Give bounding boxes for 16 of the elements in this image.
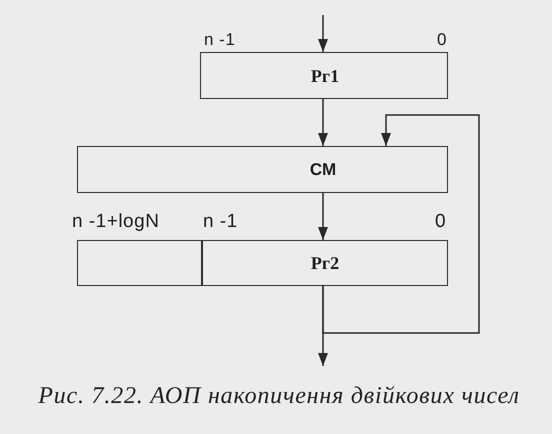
register-label: Рг2: [310, 253, 340, 273]
adder-label: СМ: [310, 160, 336, 180]
arrow: [318, 99, 328, 146]
arrow: [322, 114, 480, 334]
bit-index-label: n -1: [204, 30, 236, 49]
bit-index-label: 0: [435, 211, 446, 232]
arrow: [318, 15, 328, 52]
register-label: Рг1: [310, 66, 340, 86]
arrow: [318, 193, 328, 240]
adder-box: [77, 146, 448, 193]
register-box: [200, 52, 448, 99]
bit-index-label: 0: [437, 30, 447, 49]
figure-caption: Рис. 7.22. АОП накопичення двійкових чисел: [38, 382, 520, 410]
bit-index-label: n -1: [203, 211, 238, 232]
bit-index-label: n -1+logN: [72, 211, 160, 232]
register-box: [77, 240, 448, 286]
